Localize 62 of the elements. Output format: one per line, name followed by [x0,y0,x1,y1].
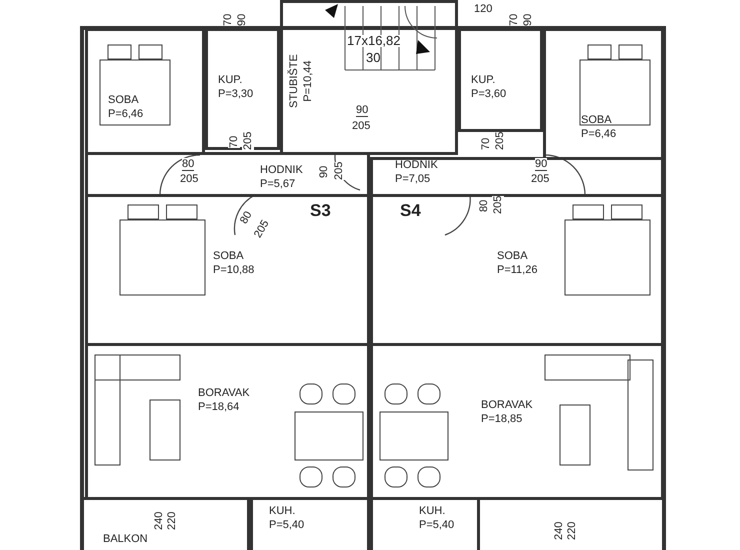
dimension-label: 80 [478,200,490,212]
dimension-label: 220 [166,512,178,530]
room-outline [543,28,664,160]
dimension-label: 90 [236,14,248,26]
dimension-label: 240 [153,512,165,530]
area-label: P=6,46 [108,107,144,121]
dimension-label: 205 [242,132,254,150]
dimension-label: 205 [333,162,345,180]
room-outline [85,28,205,155]
room-name: SOBA [213,249,245,263]
dimension-label: 205 [352,120,370,132]
room-name: SOBA [497,249,529,263]
area-label: P=6,46 [581,127,616,141]
area-label: P=18,85 [481,412,524,426]
unit-label: S4 [400,205,421,217]
area-label: P=18,64 [198,400,240,414]
area-label: P=3,30 [218,87,254,101]
dimension-label: 90 [318,166,330,178]
dimension-label: 70 [480,138,492,150]
room-name: BORAVAK [198,386,250,400]
room-name: SOBA [108,93,140,107]
dimension-label: 120 [474,3,492,15]
room-outline [250,497,370,550]
dimension-label: 90 [522,14,534,26]
dimension-label: 70 [508,14,520,26]
dimension-label: 205 [180,173,198,185]
room-name: HODNIK [260,163,303,177]
unit-label: S3 [310,205,331,217]
room-name: STUBIŠTE [287,54,301,108]
room-name: HODNIK [395,158,438,172]
room-outline [205,28,280,150]
room-outline [370,343,664,500]
room-name: KUP. [471,73,496,87]
room-name: KUH. [269,504,296,518]
area-label: P=5,67 [260,177,296,191]
area-label: P=10,88 [213,263,254,277]
room-outline [458,28,543,132]
area-label: P=5,40 [269,518,304,532]
dimension-label: 80 [182,158,194,171]
area-label: P=11,26 [497,263,538,277]
room-name: KUP. [218,73,244,87]
room-outline [370,497,480,550]
area-label: P=5,40 [419,518,454,532]
dimension-label: 30 [366,52,380,64]
dimension-label: 90 [356,104,368,117]
area-label: P=7,05 [395,172,432,186]
dimension-label: 70 [222,14,234,26]
room-name: BORAVAK [481,398,533,412]
dimension-label: 90 [535,158,548,171]
dimension-label: 205 [531,173,550,185]
room-name: BALKON [103,532,148,546]
area-label: P=10,44 [301,59,315,104]
dimension-label: 240 [553,522,565,540]
dimension-label: 205 [494,132,506,150]
dimension-label: 205 [492,196,504,214]
dimension-label: 70 [228,136,240,148]
room-name: SOBA [581,113,613,127]
dimension-label: 17x16,82 [347,35,400,47]
dimension-label: 220 [566,522,578,540]
room-name: KUH. [419,504,446,518]
room-outline [85,343,370,500]
area-label: P=3,60 [471,87,506,101]
